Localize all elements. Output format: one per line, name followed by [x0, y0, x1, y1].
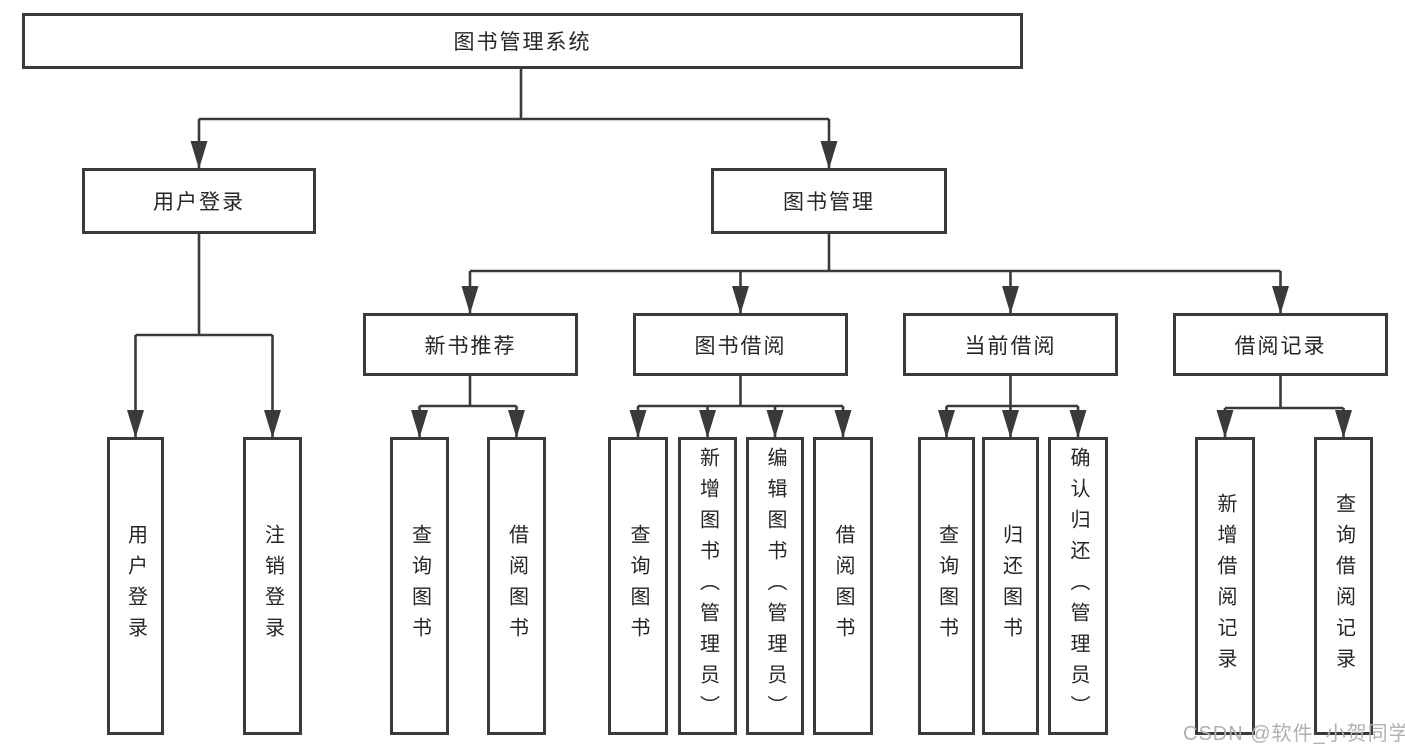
node-borrowing-records: 借阅记录 — [1173, 313, 1388, 376]
node-current-borrowing-label: 当前借阅 — [964, 334, 1057, 358]
leaf-query-books-current: 查询图书 — [918, 437, 975, 735]
leaf-confirm-return-admin-label: 确认归还（管理员） — [1067, 446, 1089, 726]
leaf-logout: 注销登录 — [243, 437, 302, 735]
leaf-confirm-return-admin: 确认归还（管理员） — [1048, 437, 1108, 735]
leaf-borrow-books-recommend: 借阅图书 — [487, 437, 546, 735]
node-root-system: 图书管理系统 — [22, 13, 1023, 69]
leaf-add-book-admin-label: 新增图书（管理员） — [696, 446, 719, 726]
node-root-label: 图书管理系统 — [453, 31, 592, 54]
node-book-management-label: 图书管理 — [783, 191, 875, 214]
leaf-return-book-label: 归还图书 — [999, 524, 1022, 648]
leaf-query-books-borrowing: 查询图书 — [608, 437, 668, 735]
leaf-query-borrow-record: 查询借阅记录 — [1314, 437, 1373, 735]
arrowheads — [127, 141, 1352, 438]
leaf-add-borrow-record: 新增借阅记录 — [1195, 437, 1255, 735]
leaf-add-borrow-record-label: 新增借阅记录 — [1214, 493, 1236, 679]
leaf-borrow-books-recommend-label: 借阅图书 — [505, 524, 528, 648]
leaf-add-book-admin: 新增图书（管理员） — [678, 437, 737, 735]
node-current-borrowing: 当前借阅 — [903, 313, 1118, 376]
node-borrowing-records-label: 借阅记录 — [1234, 334, 1327, 358]
leaf-edit-book-admin-label: 编辑图书（管理员） — [764, 446, 786, 726]
leaf-user-login-label: 用户登录 — [124, 524, 147, 648]
node-book-borrowing-label: 图书借阅 — [694, 334, 787, 358]
node-user-login-label: 用户登录 — [153, 191, 245, 214]
node-book-management: 图书管理 — [711, 168, 947, 234]
leaf-logout-label: 注销登录 — [261, 524, 284, 648]
node-new-book-recommend-label: 新书推荐 — [424, 334, 517, 358]
leaf-borrow-books-borrowing-label: 借阅图书 — [832, 524, 854, 648]
node-new-book-recommend: 新书推荐 — [363, 313, 578, 376]
leaf-query-borrow-record-label: 查询借阅记录 — [1332, 493, 1355, 679]
leaf-borrow-books-borrowing: 借阅图书 — [813, 437, 873, 735]
leaf-return-book: 归还图书 — [982, 437, 1039, 735]
leaf-query-books-borrowing-label: 查询图书 — [627, 524, 649, 648]
leaf-query-books-recommend-label: 查询图书 — [408, 524, 431, 648]
node-user-login: 用户登录 — [82, 168, 316, 234]
leaf-query-books-recommend: 查询图书 — [390, 437, 449, 735]
leaf-user-login: 用户登录 — [107, 437, 164, 735]
leaf-query-books-current-label: 查询图书 — [935, 524, 958, 648]
node-book-borrowing: 图书借阅 — [633, 313, 848, 376]
leaf-edit-book-admin: 编辑图书（管理员） — [746, 437, 804, 735]
csdn-watermark: CSDN @软件_小贺同学 — [1183, 723, 1405, 745]
